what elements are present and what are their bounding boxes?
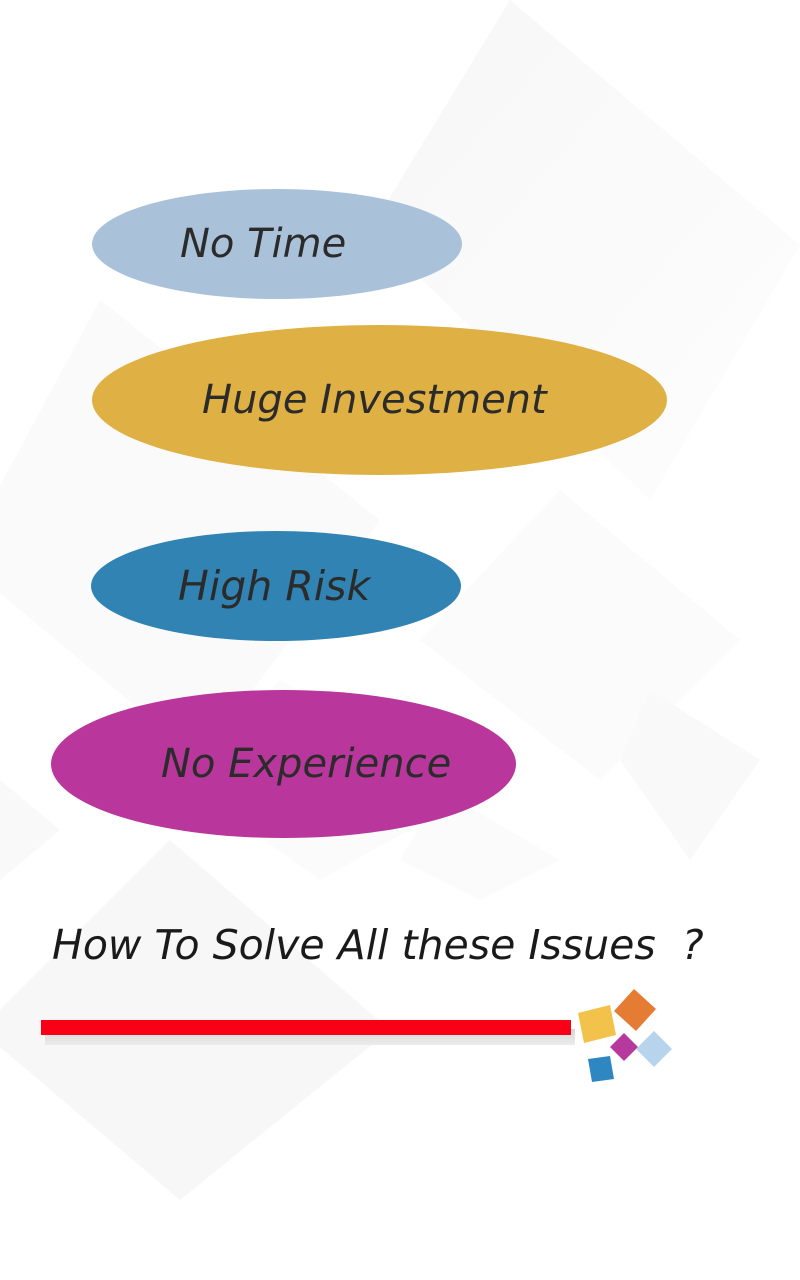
- issue-label: High Risk: [178, 562, 371, 610]
- logo-orange-square: [614, 989, 656, 1031]
- issue-no-experience: No Experience: [51, 690, 516, 838]
- logo-yellow-square: [578, 1005, 616, 1043]
- issue-no-time: No Time: [92, 189, 462, 299]
- red-divider-line: [41, 1020, 571, 1035]
- logo-lightblue-square: [636, 1031, 672, 1067]
- issue-huge-investment: Huge Investment: [92, 325, 667, 475]
- question-heading: How To Solve All these Issues ?: [52, 921, 704, 969]
- issue-label: No Time: [180, 221, 347, 267]
- issue-high-risk: High Risk: [91, 531, 461, 641]
- issue-label: No Experience: [161, 741, 452, 787]
- logo-blue-square: [588, 1056, 614, 1082]
- logo-magenta-square: [610, 1033, 638, 1061]
- colored-squares-logo-icon: [578, 989, 672, 1082]
- issue-label: Huge Investment: [202, 377, 547, 423]
